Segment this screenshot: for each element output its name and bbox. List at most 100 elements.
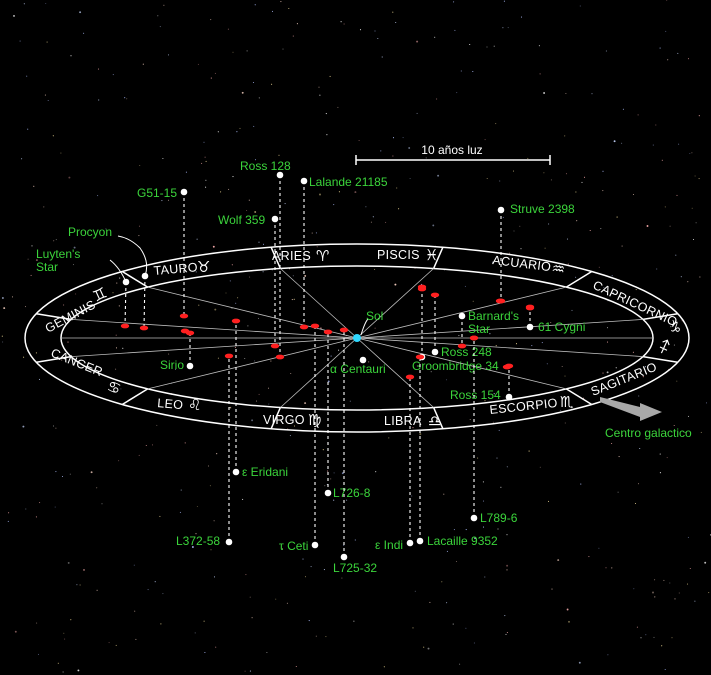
background-star	[38, 378, 41, 380]
background-star	[147, 589, 149, 591]
background-star	[687, 281, 689, 283]
background-star	[280, 1, 282, 3]
libra-glyph-icon: ♎	[428, 412, 441, 430]
star-eps-eridani: ε Eridani	[231, 318, 288, 479]
background-star	[465, 627, 467, 629]
background-star	[213, 520, 215, 522]
background-star	[346, 499, 348, 501]
background-star	[564, 375, 566, 377]
ecliptic-spoke	[280, 337, 358, 408]
background-star	[613, 292, 615, 294]
background-star	[359, 29, 362, 31]
ecliptic-spoke	[356, 286, 567, 339]
star-label: Ross 128	[240, 159, 291, 173]
leo-glyph-icon: ♌	[188, 396, 201, 414]
zodiac-divider	[432, 407, 444, 430]
background-star	[671, 637, 673, 639]
background-star	[638, 395, 640, 397]
background-star	[292, 275, 294, 277]
background-star	[245, 574, 247, 576]
background-star	[613, 140, 616, 143]
background-star	[578, 661, 581, 664]
background-star	[291, 299, 293, 301]
background-star	[381, 56, 383, 58]
background-star	[217, 131, 219, 133]
background-star	[358, 139, 360, 142]
star-dot	[416, 537, 424, 545]
background-star	[1, 335, 3, 337]
background-star	[636, 626, 638, 628]
background-star	[77, 669, 80, 672]
background-star	[474, 537, 477, 540]
background-star	[27, 258, 29, 260]
background-star	[576, 220, 578, 222]
background-star	[90, 471, 93, 474]
background-star	[602, 170, 604, 172]
background-star	[168, 353, 170, 355]
background-star	[210, 19, 212, 21]
zodiac-divider	[270, 246, 282, 269]
background-star	[302, 558, 304, 560]
background-star	[640, 637, 642, 639]
background-star	[622, 108, 624, 110]
background-star	[133, 564, 135, 566]
background-star	[432, 224, 435, 227]
background-star	[437, 174, 440, 177]
background-star	[327, 470, 329, 472]
background-star	[142, 63, 144, 65]
background-star	[611, 567, 613, 569]
background-star	[157, 15, 159, 17]
background-star	[179, 511, 181, 513]
background-star	[509, 252, 511, 254]
background-star	[228, 188, 230, 190]
background-star	[547, 500, 550, 502]
background-star	[61, 475, 64, 478]
star-tau-ceti: τ Ceti	[279, 323, 320, 553]
background-star	[281, 548, 284, 550]
background-star	[661, 645, 663, 647]
background-star	[654, 596, 656, 598]
background-star	[618, 456, 620, 458]
background-star	[159, 26, 161, 28]
background-star	[512, 170, 515, 172]
background-star	[605, 50, 607, 52]
background-star	[7, 520, 9, 522]
background-star	[326, 134, 328, 136]
background-star	[531, 345, 533, 347]
background-star	[644, 366, 646, 368]
background-star	[498, 429, 500, 431]
background-star	[557, 559, 560, 562]
background-star	[217, 357, 219, 359]
background-star	[72, 264, 75, 266]
background-star	[37, 653, 40, 655]
background-star	[249, 276, 251, 278]
background-star	[209, 485, 211, 487]
background-star	[191, 546, 194, 548]
star-dot	[470, 514, 478, 522]
star-eps-indi: ε Indi	[375, 374, 415, 552]
background-star	[198, 304, 200, 306]
background-star	[293, 298, 295, 300]
background-star	[35, 516, 37, 518]
star-dot	[324, 489, 332, 497]
background-star	[383, 666, 385, 668]
background-star	[588, 556, 590, 558]
background-star	[392, 137, 395, 139]
zodiac-divider	[121, 270, 149, 288]
background-star	[539, 73, 541, 75]
background-star	[353, 620, 355, 622]
background-star	[60, 152, 62, 154]
star-lalande-21185: Lalande 21185	[299, 175, 388, 330]
background-star	[580, 483, 582, 485]
background-star	[566, 238, 569, 240]
background-star	[159, 515, 161, 517]
background-star	[225, 292, 227, 294]
background-star	[388, 437, 390, 439]
background-star	[13, 14, 15, 17]
background-star	[241, 91, 244, 94]
background-star	[705, 402, 708, 404]
background-star	[472, 70, 474, 73]
background-star	[550, 179, 552, 181]
